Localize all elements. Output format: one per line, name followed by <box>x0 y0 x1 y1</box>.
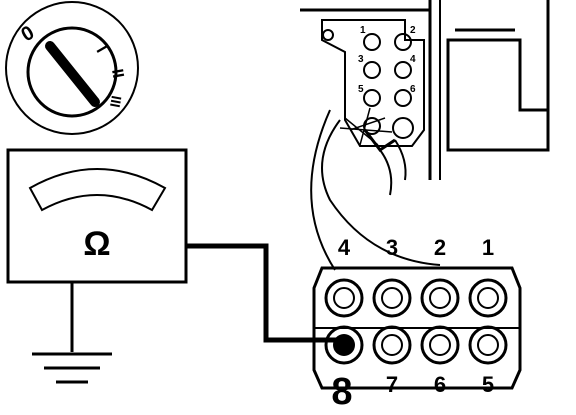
terminal-2 <box>420 278 460 318</box>
terminal-label-3: 3 <box>386 235 398 260</box>
ignition-pos-1: I <box>93 44 110 56</box>
terminal-label-1: 1 <box>482 235 494 260</box>
socket-label: 1 <box>360 25 366 36</box>
socket-pin <box>394 89 412 107</box>
terminal-label-2: 2 <box>434 235 446 260</box>
terminal-5 <box>468 325 508 365</box>
ignition-switch-dial <box>26 26 118 118</box>
test-probe-flash <box>339 107 407 196</box>
jumper-wire-2 <box>321 119 441 266</box>
ignition-switch: 0 I II III <box>5 1 139 135</box>
ground-lead <box>32 282 112 384</box>
socket-pin <box>363 61 381 79</box>
socket-pin <box>392 117 414 139</box>
probe-lead <box>186 243 344 343</box>
socket-pin <box>394 33 412 51</box>
bracket-hole <box>322 29 334 41</box>
ignition-pos-3: III <box>107 94 125 108</box>
terminal-label-6: 6 <box>434 372 446 397</box>
terminal-6 <box>420 325 460 365</box>
terminal-4 <box>324 278 364 318</box>
socket-pin <box>363 33 381 51</box>
ohmmeter-body <box>6 148 188 284</box>
socket-label: 5 <box>358 84 364 95</box>
jumper-wire-1 <box>310 109 336 271</box>
socket-pin <box>394 61 412 79</box>
bracket-plate <box>321 19 425 147</box>
ignition-switch-housing <box>5 1 139 135</box>
terminal-1 <box>468 278 508 318</box>
ohmmeter-scale <box>28 168 167 212</box>
ohmmeter: Ω <box>6 148 188 284</box>
relay-box <box>446 38 550 152</box>
terminal-8 <box>324 325 364 365</box>
terminal-3 <box>372 278 412 318</box>
terminal-label-7: 7 <box>386 372 398 397</box>
connector-housing <box>312 266 522 390</box>
ohm-symbol: Ω <box>83 225 110 263</box>
connector <box>312 266 522 390</box>
relay-panel: 1 2 3 4 5 6 <box>300 0 550 196</box>
terminal-label-5: 5 <box>482 372 494 397</box>
socket-pin <box>363 117 381 135</box>
ignition-pos-2: II <box>108 68 126 80</box>
ignition-key-slot <box>45 41 100 107</box>
terminal-label-4: 4 <box>338 235 351 260</box>
ignition-pos-0: 0 <box>18 22 39 47</box>
terminal-7 <box>372 325 412 365</box>
socket-label: 3 <box>358 54 364 65</box>
socket-label: 4 <box>410 54 416 65</box>
terminal-label-8: 8 <box>331 371 352 410</box>
socket-label: 6 <box>410 84 416 95</box>
socket-pin <box>363 89 381 107</box>
socket-label: 2 <box>410 25 416 36</box>
